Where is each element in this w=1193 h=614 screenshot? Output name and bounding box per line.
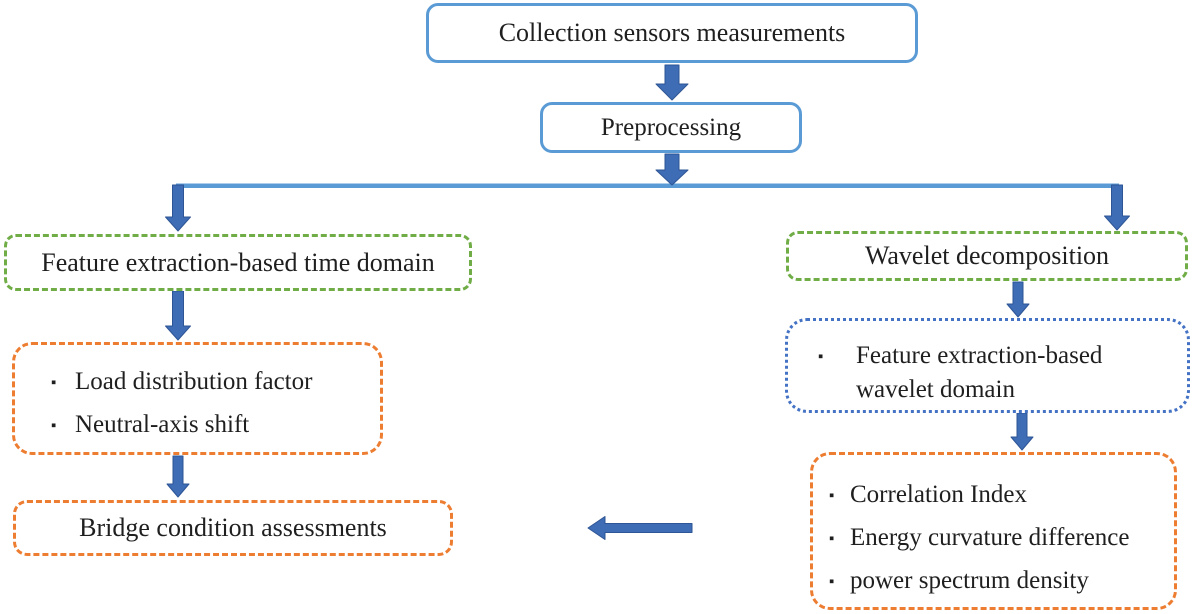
arrow-split-to-wavelet-icon: [1104, 184, 1130, 231]
list-item: ▪ power spectrum density: [829, 561, 1168, 604]
time-domain-label: Feature extraction-based time domain: [41, 247, 435, 277]
arrow-time-domain-to-features-icon: [165, 290, 191, 341]
list-item: ▪ Neutral-axis shift: [51, 405, 370, 448]
bridge-assessment-label: Bridge condition assessments: [79, 513, 387, 542]
collection-sensors-box: Collection sensors measurements: [426, 3, 918, 63]
preprocessing-box: Preprocessing: [540, 102, 802, 153]
arrow-features-to-assessment-icon: [166, 455, 190, 498]
arrow-preprocessing-to-split-icon: [655, 153, 689, 186]
preprocessing-label: Preprocessing: [600, 113, 742, 141]
list-item: ▪ Load distribution factor: [51, 362, 370, 405]
arrow-wavelet-to-features-icon: [1006, 281, 1030, 318]
arrow-collection-to-preprocessing-icon: [655, 64, 689, 101]
time-features-list: ▪ Load distribution factor ▪ Neutral-axi…: [51, 362, 370, 448]
square-bullet-icon: ▪: [51, 375, 57, 392]
wavelet-features-box: ▪ Feature extraction-based wavelet domai…: [785, 318, 1190, 413]
arrow-wavelet-features-to-indices-icon: [1010, 412, 1034, 451]
square-bullet-icon: ▪: [829, 574, 835, 591]
bridge-assessment-box: Bridge condition assessments: [13, 500, 453, 556]
list-item: ▪ Correlation Index: [829, 475, 1168, 518]
wavelet-decomposition-label: Wavelet decomposition: [864, 241, 1110, 270]
list-item-label: Load distribution factor: [75, 368, 313, 395]
square-bullet-icon: ▪: [818, 349, 824, 366]
time-domain-box: Feature extraction-based time domain: [4, 234, 472, 291]
list-item-label: Correlation Index: [850, 481, 1028, 508]
wavelet-features-list: ▪ Feature extraction-based wavelet domai…: [818, 339, 1167, 407]
square-bullet-icon: ▪: [829, 531, 835, 548]
wavelet-indices-list: ▪ Correlation Index ▪ Energy curvature d…: [829, 475, 1168, 604]
list-item: ▪ Feature extraction-based wavelet domai…: [818, 339, 1167, 407]
wavelet-indices-box: ▪ Correlation Index ▪ Energy curvature d…: [810, 452, 1177, 610]
list-item-label: power spectrum density: [850, 567, 1089, 594]
list-item-label: Energy curvature difference: [850, 524, 1130, 551]
list-item: ▪ Energy curvature difference: [829, 518, 1168, 561]
branch-split-line: [176, 183, 1119, 188]
wavelet-decomposition-box: Wavelet decomposition: [786, 231, 1188, 281]
arrow-indices-to-assessment-icon: [587, 516, 693, 540]
list-item-label: Neutral-axis shift: [75, 411, 250, 438]
square-bullet-icon: ▪: [51, 418, 57, 435]
list-item-label: Feature extraction-based wavelet domain: [856, 342, 1103, 403]
arrow-split-to-time-domain-icon: [165, 184, 191, 232]
time-features-box: ▪ Load distribution factor ▪ Neutral-axi…: [12, 342, 383, 455]
square-bullet-icon: ▪: [829, 488, 835, 505]
collection-sensors-label: Collection sensors measurements: [498, 18, 846, 47]
